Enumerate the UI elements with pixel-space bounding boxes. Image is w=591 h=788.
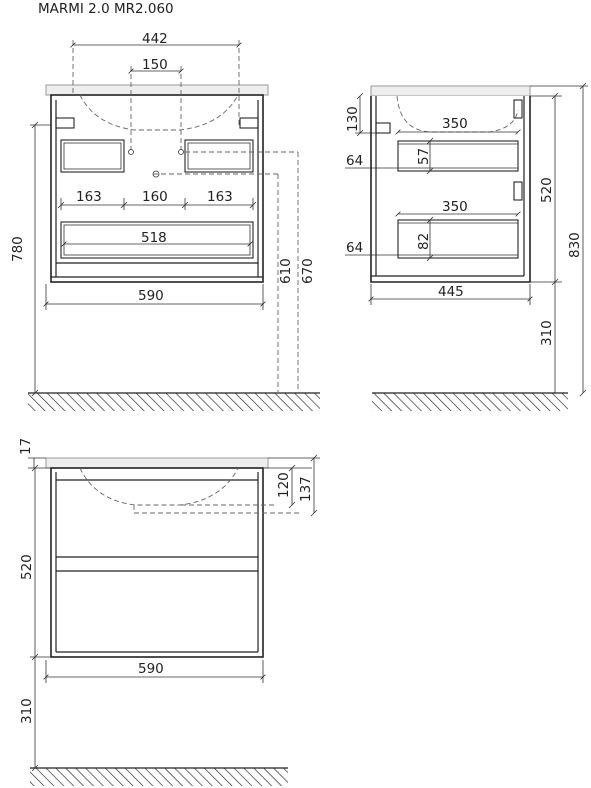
dim-518: 518 (141, 230, 167, 246)
front-upper-drawer-right (184, 139, 254, 173)
side-floor-hatch (372, 393, 568, 411)
side-countertop (370, 85, 531, 97)
rear-floor-hatch (30, 768, 288, 786)
dim-590-rear: 590 (138, 661, 164, 677)
front-upper-drawer-left (60, 139, 125, 173)
dim-160: 160 (142, 189, 168, 205)
front-cabinet (50, 94, 264, 283)
side-upper-drawer (397, 140, 519, 172)
dim-163-right: 163 (207, 189, 233, 205)
dim-310-side: 310 (539, 320, 555, 346)
dim-520-rear: 520 (19, 554, 35, 580)
dim-120: 120 (276, 472, 292, 498)
dim-17: 17 (18, 438, 34, 455)
dim-830: 830 (567, 232, 583, 258)
rear-countertop (45, 457, 269, 469)
dim-310-rear: 310 (19, 698, 35, 724)
front-countertop (45, 84, 269, 96)
dim-64-bottom: 64 (346, 240, 363, 256)
dim-590-front: 590 (138, 288, 164, 304)
dim-350-top: 350 (442, 116, 468, 132)
side-lower-drawer (397, 219, 519, 259)
front-floor-hatch (28, 393, 320, 411)
dim-350-bottom: 350 (442, 199, 468, 215)
dim-137: 137 (298, 476, 314, 502)
side-view: 130 350 64 57 350 64 82 520 830 (345, 82, 588, 411)
rear-basin-bowl (79, 467, 239, 506)
dim-57: 57 (416, 148, 432, 165)
dim-520-side: 520 (539, 177, 555, 203)
drawing-title: MARMI 2.0 MR2.060 (38, 1, 174, 17)
dim-82: 82 (416, 233, 432, 250)
front-view: 442 150 163 160 163 518 590 780 610 670 (10, 31, 320, 411)
dim-130: 130 (345, 106, 361, 132)
dim-150: 150 (142, 57, 168, 73)
dim-670: 670 (300, 258, 316, 284)
dim-442: 442 (142, 31, 168, 47)
dim-610: 610 (278, 258, 294, 284)
side-cabinet (370, 96, 531, 283)
rear-view: 17 120 137 520 310 590 (18, 438, 320, 786)
dim-64-top: 64 (346, 153, 363, 169)
front-lower-drawer (60, 221, 254, 259)
rear-cabinet (50, 467, 264, 658)
dim-163-left: 163 (76, 189, 102, 205)
dim-780: 780 (10, 236, 26, 262)
front-basin-bowl (79, 94, 239, 131)
dim-445: 445 (438, 284, 464, 300)
